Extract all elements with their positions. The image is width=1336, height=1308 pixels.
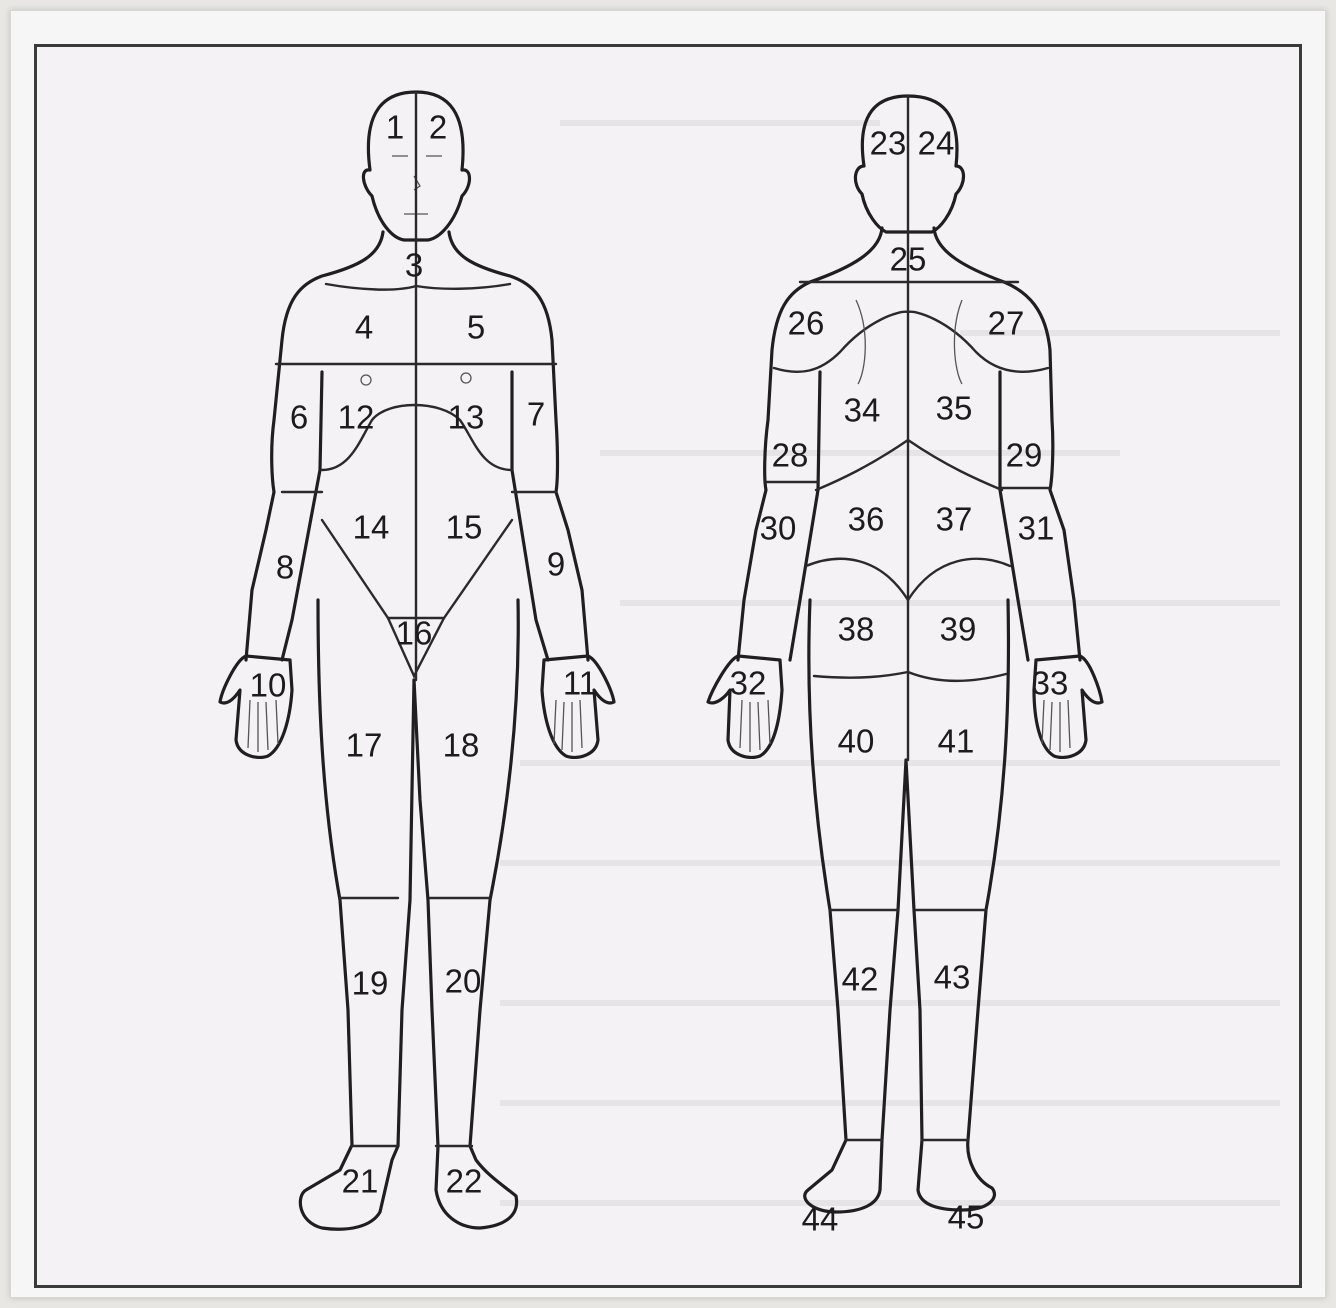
region-label: 19 <box>352 965 389 1002</box>
region-label: 6 <box>290 399 308 436</box>
region-label: 33 <box>1032 665 1069 702</box>
region-label: 36 <box>848 501 885 538</box>
region-label: 27 <box>988 305 1025 342</box>
region-label: 45 <box>948 1199 985 1236</box>
region-label: 41 <box>938 723 975 760</box>
region-label: 18 <box>443 727 480 764</box>
region-label: 34 <box>844 392 881 429</box>
region-label: 28 <box>772 437 809 474</box>
region-label: 13 <box>448 399 485 436</box>
back-head-outline <box>855 96 963 232</box>
region-label: 11 <box>563 665 597 702</box>
region-label: 26 <box>788 305 825 342</box>
region-label: 31 <box>1018 510 1055 547</box>
region-label: 7 <box>527 396 545 433</box>
region-label: 40 <box>838 723 875 760</box>
region-label: 16 <box>396 615 433 652</box>
region-label: 2 <box>429 109 447 146</box>
region-label: 15 <box>446 509 483 546</box>
region-label: 14 <box>353 509 390 546</box>
region-label: 35 <box>936 390 973 427</box>
region-label: 10 <box>250 667 287 704</box>
region-label: 30 <box>760 510 797 547</box>
region-label: 22 <box>446 1163 483 1200</box>
region-label: 9 <box>547 546 565 583</box>
region-label: 42 <box>842 961 879 998</box>
region-label: 23 <box>870 125 907 162</box>
region-label: 37 <box>936 501 973 538</box>
region-label: 20 <box>445 963 482 1000</box>
region-label: 17 <box>346 727 383 764</box>
region-label: 38 <box>838 611 875 648</box>
region-label: 4 <box>355 309 373 346</box>
region-label: 32 <box>730 665 767 702</box>
region-label: 25 <box>890 241 927 278</box>
region-label: 24 <box>918 125 955 162</box>
region-label: 39 <box>940 611 977 648</box>
back-legs-outline <box>805 600 1009 1212</box>
region-label: 44 <box>802 1201 839 1238</box>
region-label: 12 <box>338 399 375 436</box>
region-label: 1 <box>386 109 404 146</box>
region-label: 21 <box>342 1163 379 1200</box>
region-label: 8 <box>276 549 294 586</box>
region-label: 43 <box>934 959 971 996</box>
region-label: 29 <box>1006 437 1043 474</box>
region-label: 3 <box>405 247 423 284</box>
region-label: 5 <box>467 309 485 346</box>
